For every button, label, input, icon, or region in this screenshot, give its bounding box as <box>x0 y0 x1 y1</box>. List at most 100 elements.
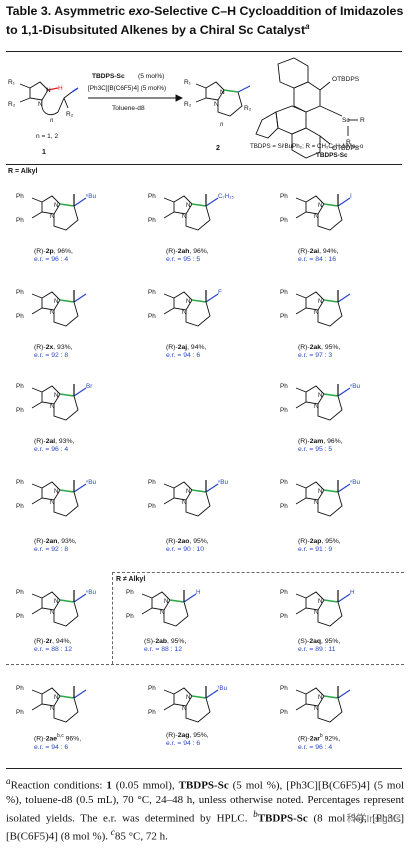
r2-label: R₂ <box>8 101 16 108</box>
ph-label-bottom: Ph <box>280 217 288 224</box>
n-atom-2: N <box>50 705 55 712</box>
product-label: 2 <box>216 145 220 152</box>
svg-text:R₂: R₂ <box>184 101 192 108</box>
n-atom-1: N <box>318 694 323 701</box>
scheme-rule <box>6 164 402 165</box>
n-atom-2: N <box>314 705 319 712</box>
n-atom-2: N <box>182 499 187 506</box>
ph-label-bottom: Ph <box>16 613 24 620</box>
n-atom-2: N <box>314 403 319 410</box>
compound-caption-2p: (R)-2p, 96%,e.r. = 96 : 4 <box>34 248 73 264</box>
ph-label-bottom: Ph <box>148 503 156 510</box>
n-atom-2: N <box>314 309 319 316</box>
n-atom-1: N <box>318 392 323 399</box>
n-atom-1: N <box>318 298 323 305</box>
ph-label-top: Ph <box>16 479 24 486</box>
section-non-alkyl: R ≠ Alkyl <box>116 576 146 583</box>
ph-label-top: Ph <box>280 685 288 692</box>
n-range-label: n = 1, 2 <box>36 133 59 140</box>
ph-label-bottom: Ph <box>280 407 288 414</box>
n-atom-2: N <box>314 213 319 220</box>
ph-label-bottom: Ph <box>280 503 288 510</box>
ph-label-top: Ph <box>280 589 288 596</box>
activator-label: [Ph3C][B(C6F5)4] (5 mol%) <box>88 85 166 92</box>
substituent-label: ⁿBu <box>86 479 96 486</box>
otbdps-top: OTBDPS <box>332 76 360 83</box>
compound-caption-2al: (R)-2al, 93%,e.r. = 96 : 4 <box>34 438 75 454</box>
substituent-label: ⁿBu <box>350 479 360 486</box>
n-atom-1: N <box>164 598 169 605</box>
compound-caption-2ao: (R)-2ao, 95%,e.r. = 90 : 10 <box>166 538 209 554</box>
svg-text:N: N <box>214 101 219 108</box>
bottom-rule <box>6 768 402 769</box>
compound-caption-2ab: (S)-2ab, 95%,e.r. = 88 : 12 <box>144 638 187 654</box>
sm-h-atom: H <box>58 85 63 92</box>
top-rule <box>6 51 402 52</box>
n-atom-2: N <box>314 609 319 616</box>
separator-vertical <box>112 572 113 664</box>
substituent-label: ⁿBu <box>350 383 360 390</box>
ph-label-top: Ph <box>280 193 288 200</box>
substituent-label: Br <box>86 383 92 390</box>
n-atom-2: N <box>50 609 55 616</box>
n-atom-2: N <box>314 499 319 506</box>
sm-n-atom-2: N <box>38 101 43 108</box>
ph-label-top: Ph <box>280 383 288 390</box>
ph-label-top: Ph <box>16 383 24 390</box>
n-atom-2: N <box>160 609 165 616</box>
ph-label-top: Ph <box>280 289 288 296</box>
n-atom-1: N <box>318 202 323 209</box>
footnote: aReaction conditions: 1 (0.05 mmol), TBD… <box>6 776 404 843</box>
ph-label-top: Ph <box>148 289 156 296</box>
n-atom-1: N <box>186 298 191 305</box>
sm-label: 1 <box>42 149 46 156</box>
n-atom-1: N <box>186 694 191 701</box>
ph-label-top: Ph <box>148 193 156 200</box>
ph-label-top: Ph <box>280 479 288 486</box>
catalyst-r-1: R <box>360 117 365 124</box>
reaction-scheme: N N H R₁ R₂ R₂ n n = 1, 2 1 TBDPS-Sc (5 … <box>8 57 365 159</box>
ph-label-top: Ph <box>16 193 24 200</box>
compound-caption-2ar: (R)-2arb 92%,e.r. = 96 : 4 <box>298 733 341 751</box>
compound-caption-2ah: (R)-2ah, 96%,e.r. = 95 : 5 <box>166 248 209 264</box>
ph-label-bottom: Ph <box>148 313 156 320</box>
n-atom-2: N <box>50 403 55 410</box>
svg-text:R₁: R₁ <box>184 79 192 86</box>
n-atom-2: N <box>182 213 187 220</box>
n-atom-1: N <box>54 488 59 495</box>
compound-caption-2am: (R)-2am, 96%,e.r. = 95 : 5 <box>298 438 343 454</box>
sc-label: Sc <box>342 117 350 124</box>
svg-text:N: N <box>220 89 225 96</box>
n-atom-2: N <box>182 309 187 316</box>
substituent-label: H <box>350 589 355 596</box>
ph-label-top: Ph <box>148 685 156 692</box>
compound-caption-2ag: (R)-2ag, 95%,e.r. = 94 : 6 <box>166 732 209 748</box>
n-atom-2: N <box>50 499 55 506</box>
n-atom-2: N <box>50 213 55 220</box>
compound-caption-2x: (R)-2x, 93%,e.r. = 92 : 8 <box>34 344 73 360</box>
sm-n-subscript: n <box>50 118 54 124</box>
ph-label-top: Ph <box>16 589 24 596</box>
catalyst-loading: (5 mol%) <box>138 73 164 80</box>
compound-caption-2ai: (R)-2ai, 94%,e.r. = 84 : 16 <box>298 248 339 264</box>
substituent-label: F <box>218 289 222 296</box>
svg-text:R₂: R₂ <box>244 105 252 112</box>
separator-top <box>112 572 404 573</box>
compound-caption-2r: (R)-2r, 94%,e.r. = 88 : 12 <box>34 638 72 654</box>
n-atom-1: N <box>54 694 59 701</box>
ph-label-bottom: Ph <box>280 613 288 620</box>
svg-text:n: n <box>220 122 224 128</box>
